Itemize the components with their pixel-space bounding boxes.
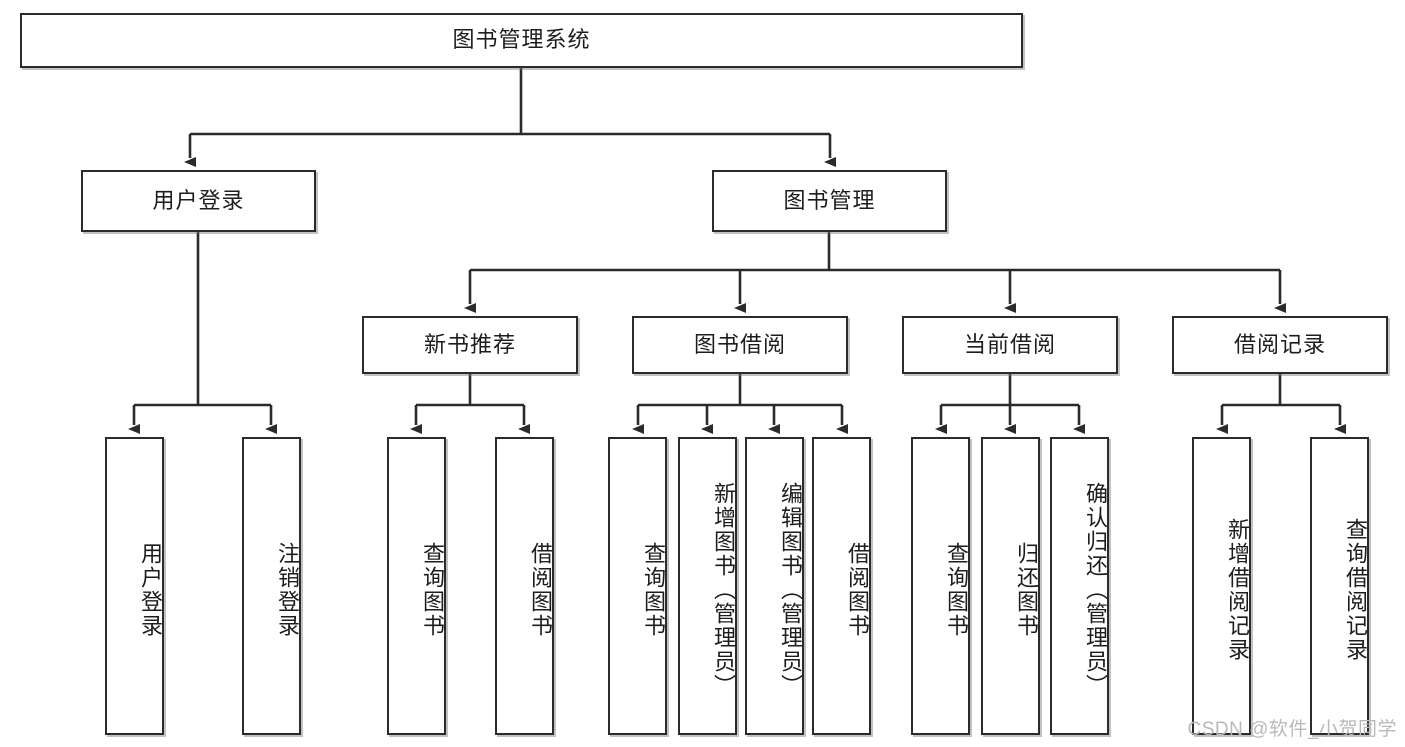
node-borrow-record[interactable]: 借阅记录: [1172, 316, 1388, 374]
node-leaf-return-book[interactable]: 归还图书: [981, 437, 1040, 735]
node-leaf-borrow-book-1[interactable]: 借阅图书: [495, 437, 554, 735]
node-leaf-edit-book-label: 编辑图书（管理员）: [778, 482, 803, 698]
node-leaf-add-book-label: 新增图书（管理员）: [711, 482, 736, 698]
node-current-borrow-label: 当前借阅: [963, 331, 1056, 357]
node-leaf-query-book-3[interactable]: 查询图书: [911, 437, 970, 735]
node-current-borrow[interactable]: 当前借阅: [902, 316, 1118, 374]
node-leaf-return-book-label: 归还图书: [1014, 542, 1039, 638]
node-root[interactable]: 图书管理系统: [20, 13, 1023, 68]
node-new-book-recommend-label: 新书推荐: [423, 331, 516, 357]
node-leaf-query-book-3-label: 查询图书: [944, 542, 969, 638]
node-leaf-query-record[interactable]: 查询借阅记录: [1310, 437, 1369, 735]
node-borrow-record-label: 借阅记录: [1233, 331, 1326, 357]
node-root-label: 图书管理系统: [452, 27, 591, 53]
node-leaf-confirm-return[interactable]: 确认归还（管理员）: [1050, 437, 1109, 735]
node-leaf-query-record-label: 查询借阅记录: [1343, 518, 1368, 662]
node-leaf-logout-login[interactable]: 注销登录: [242, 437, 301, 735]
node-leaf-logout-login-label: 注销登录: [275, 542, 300, 638]
node-leaf-add-record[interactable]: 新增借阅记录: [1192, 437, 1251, 735]
node-leaf-user-login-label: 用户登录: [138, 542, 163, 638]
node-leaf-borrow-book-1-label: 借阅图书: [528, 542, 553, 638]
node-leaf-add-book[interactable]: 新增图书（管理员）: [678, 437, 737, 735]
node-book-manage[interactable]: 图书管理: [712, 170, 947, 232]
node-leaf-edit-book[interactable]: 编辑图书（管理员）: [745, 437, 804, 735]
node-leaf-borrow-book-2[interactable]: 借阅图书: [812, 437, 871, 735]
node-leaf-query-book-1[interactable]: 查询图书: [387, 437, 446, 735]
node-leaf-confirm-return-label: 确认归还（管理员）: [1083, 482, 1108, 698]
node-leaf-query-book-2[interactable]: 查询图书: [608, 437, 667, 735]
node-leaf-user-login[interactable]: 用户登录: [105, 437, 164, 735]
node-book-borrow[interactable]: 图书借阅: [632, 316, 848, 374]
node-user-login[interactable]: 用户登录: [81, 170, 316, 232]
node-leaf-borrow-book-2-label: 借阅图书: [845, 542, 870, 638]
node-new-book-recommend[interactable]: 新书推荐: [362, 316, 578, 374]
node-book-manage-label: 图书管理: [783, 187, 876, 213]
node-leaf-query-book-2-label: 查询图书: [641, 542, 666, 638]
node-leaf-add-record-label: 新增借阅记录: [1225, 518, 1250, 662]
node-user-login-label: 用户登录: [152, 187, 245, 213]
node-book-borrow-label: 图书借阅: [693, 331, 786, 357]
node-leaf-query-book-1-label: 查询图书: [420, 542, 445, 638]
